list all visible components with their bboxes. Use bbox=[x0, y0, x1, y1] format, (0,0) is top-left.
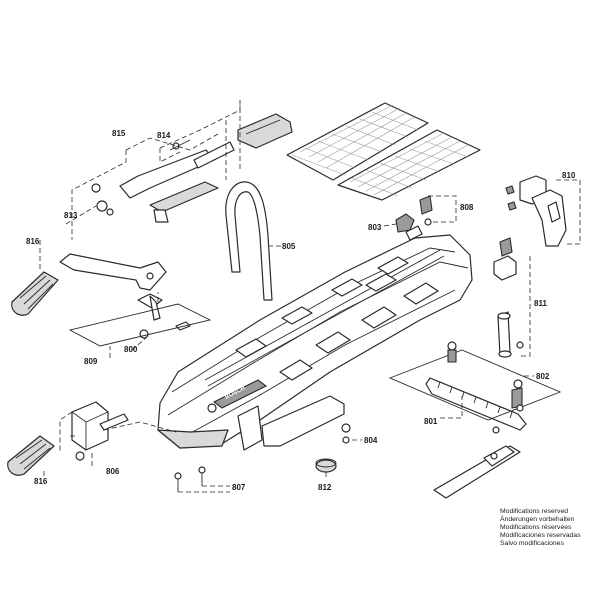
callout-815: 815 bbox=[112, 129, 126, 138]
angle-fence-assembly bbox=[91, 139, 235, 223]
callout-803: 803 bbox=[368, 223, 382, 232]
support-plate-left bbox=[286, 102, 429, 181]
callout-805: 805 bbox=[282, 242, 296, 251]
callout-816-lower: 816 bbox=[34, 477, 48, 486]
angle-stop-blade bbox=[433, 445, 521, 499]
callout-806: 806 bbox=[106, 467, 120, 476]
callout-804: 804 bbox=[364, 436, 378, 445]
scoring-wheel-carrier bbox=[68, 293, 212, 347]
callout-816-upper: 816 bbox=[26, 237, 40, 246]
handle-grip-upper bbox=[11, 271, 59, 316]
modification-notes: Modifications reserved Änderungen vorbeh… bbox=[500, 508, 581, 547]
callout-807: 807 bbox=[232, 483, 246, 492]
end-cap-set bbox=[505, 175, 567, 247]
callout-801: 801 bbox=[424, 417, 438, 426]
handle-mount-block bbox=[71, 401, 129, 461]
callout-814: 814 bbox=[157, 131, 171, 140]
callout-813: 813 bbox=[64, 211, 78, 220]
support-plate-right bbox=[337, 129, 481, 201]
callout-811: 811 bbox=[534, 299, 547, 308]
front-stop-bracket bbox=[237, 395, 351, 451]
clamp-knob bbox=[395, 213, 423, 241]
note-pt: Salvo modificaciones bbox=[500, 540, 564, 547]
cutter-base-frame: BOSCH bbox=[157, 234, 473, 449]
handle-grip-lower bbox=[7, 435, 55, 476]
spring-pin bbox=[419, 195, 433, 226]
carry-strap bbox=[225, 181, 273, 301]
rubber-foot bbox=[315, 458, 337, 473]
note-fr: Modifications réservées bbox=[500, 524, 572, 531]
guide-column-stack bbox=[493, 237, 524, 358]
note-de: Änderungen vorbehalten bbox=[500, 515, 575, 523]
callout-800: 800 bbox=[124, 345, 138, 354]
angle-gauge-rule bbox=[388, 341, 562, 434]
screws-lower bbox=[174, 466, 206, 492]
callout-812: 812 bbox=[318, 483, 332, 492]
callout-809: 809 bbox=[84, 357, 98, 366]
callout-810: 810 bbox=[562, 171, 576, 180]
slide-cap bbox=[237, 113, 293, 149]
note-en: Modifications reserved bbox=[500, 508, 568, 515]
breaking-lever bbox=[59, 253, 167, 291]
callout-802: 802 bbox=[536, 372, 550, 381]
note-es: Modificaciones reservadas bbox=[500, 532, 581, 539]
callout-808: 808 bbox=[460, 203, 474, 212]
leader-lines bbox=[39, 100, 581, 493]
